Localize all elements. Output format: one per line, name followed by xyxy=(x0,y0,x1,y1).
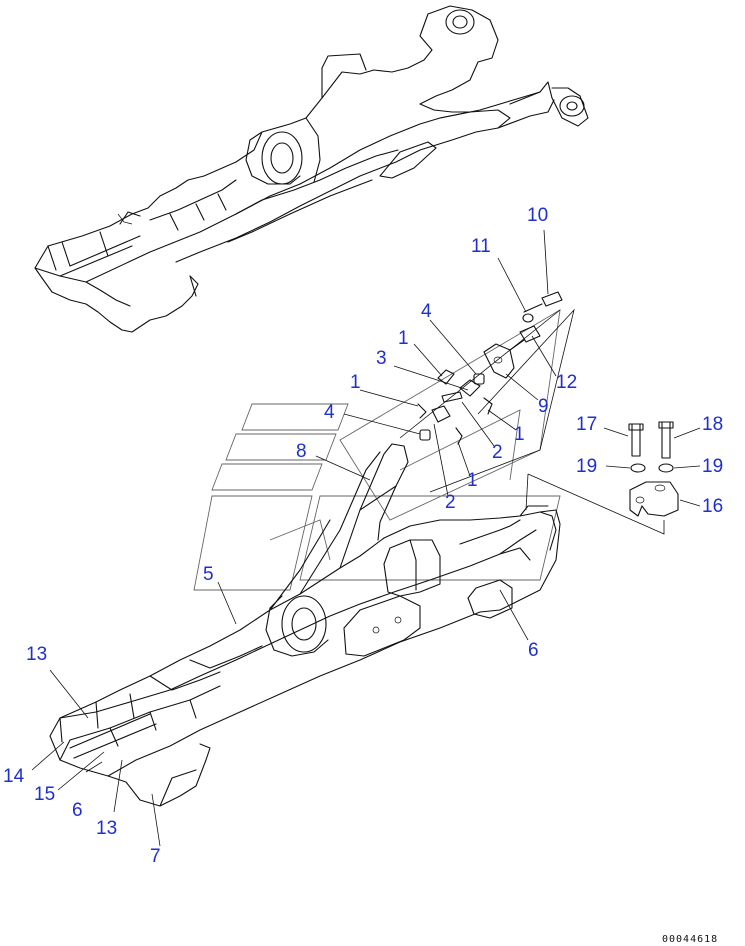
callout-4: 4 xyxy=(324,402,335,423)
callout-17: 17 xyxy=(576,414,597,435)
callout-numbers: 10 11 4 1 3 12 1 9 1 4 2 8 1 2 17 18 19 … xyxy=(3,205,723,867)
callout-19: 19 xyxy=(702,456,723,477)
callout-11: 11 xyxy=(471,236,491,257)
callout-16: 16 xyxy=(702,496,723,517)
callout-15: 15 xyxy=(34,784,55,805)
callout-18: 18 xyxy=(702,414,723,435)
callout-1: 1 xyxy=(514,424,525,445)
callout-5: 5 xyxy=(203,564,214,585)
callout-19: 19 xyxy=(576,456,597,477)
callout-12: 12 xyxy=(556,372,577,393)
callout-13: 13 xyxy=(26,644,47,665)
callout-13: 13 xyxy=(96,818,117,839)
callout-2: 2 xyxy=(445,492,456,513)
explode-lines xyxy=(399,308,665,535)
callout-6: 6 xyxy=(72,800,83,821)
upper-track-frame xyxy=(34,5,589,333)
callout-8: 8 xyxy=(296,441,307,462)
callout-7: 7 xyxy=(150,846,161,867)
callout-2: 2 xyxy=(492,442,503,463)
document-number: 00044618 xyxy=(662,934,718,945)
callout-6: 6 xyxy=(528,640,539,661)
lower-track-frame xyxy=(49,443,561,807)
callout-4: 4 xyxy=(421,301,432,322)
callout-3: 3 xyxy=(376,348,387,369)
callout-leaders xyxy=(31,229,701,847)
callout-1: 1 xyxy=(467,470,478,491)
callout-14: 14 xyxy=(3,766,25,787)
callout-1: 1 xyxy=(350,372,361,393)
callout-10: 10 xyxy=(527,205,548,226)
callout-1: 1 xyxy=(398,328,409,349)
callout-9: 9 xyxy=(538,396,549,417)
